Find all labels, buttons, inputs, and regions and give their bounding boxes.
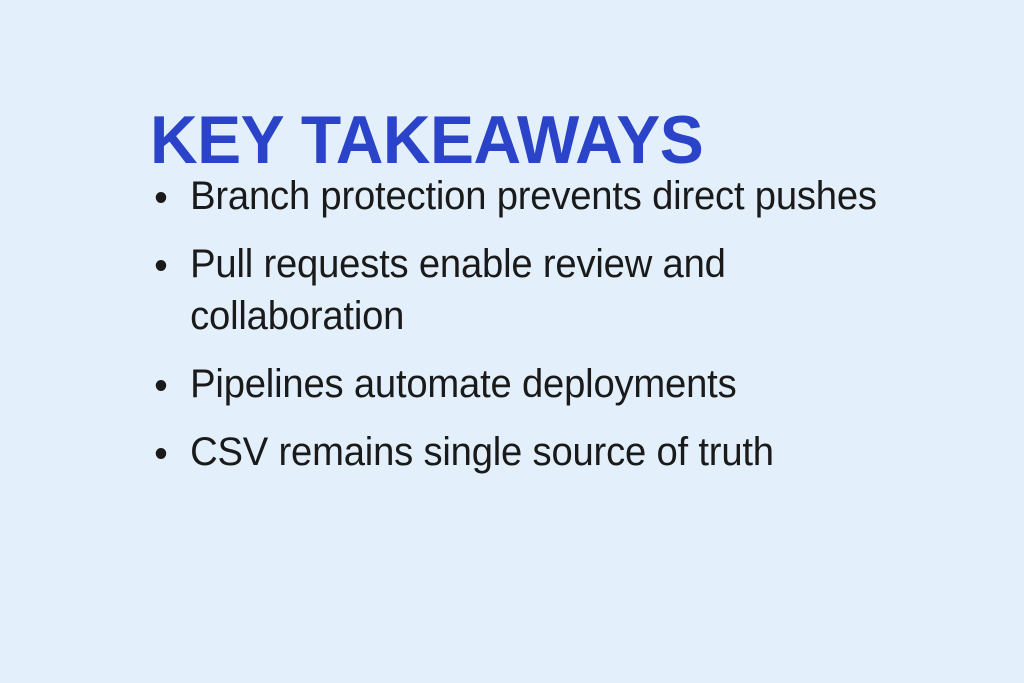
bullet-dot-icon: [155, 192, 167, 203]
list-item-label: CSV remains single source of truth: [190, 430, 774, 474]
bullet-dot-icon: [155, 260, 167, 271]
list-item: CSV remains single source of truth: [150, 426, 933, 478]
list-item-label: Branch protection prevents direct pushes: [190, 174, 877, 218]
page-title: KEY TAKEAWAYS: [150, 101, 704, 178]
list-item: Branch protection prevents direct pushes: [150, 170, 933, 222]
list-item: Pipelines automate deployments: [150, 358, 933, 410]
takeaway-bullet-list: Branch protection prevents direct pushes…: [150, 170, 970, 478]
bullet-dot-icon: [155, 448, 167, 459]
list-item-label: Pipelines automate deployments: [190, 362, 737, 406]
list-item-label: Pull requests enable review and collabor…: [190, 242, 726, 338]
list-item: Pull requests enable review and collabor…: [150, 238, 933, 342]
bullet-dot-icon: [155, 380, 167, 391]
